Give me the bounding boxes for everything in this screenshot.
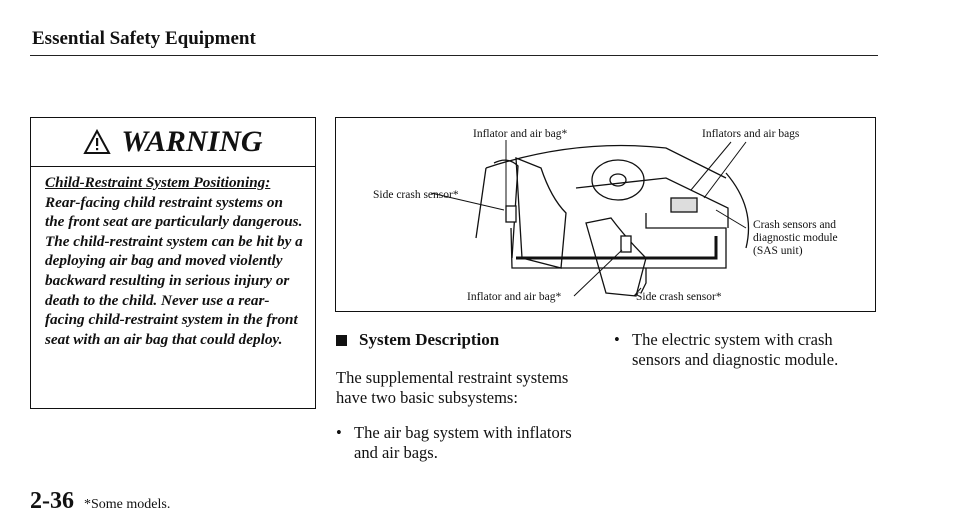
warning-body: Child-Restraint System Positioning: Rear… <box>31 167 315 349</box>
label-inflator-bottom: Inflator and air bag* <box>467 291 562 303</box>
section-heading: System Description <box>336 330 499 350</box>
list-item-text: The air bag system with inflators and ai… <box>354 423 572 462</box>
warning-title: WARNING <box>121 125 263 158</box>
list-item-text: The electric system with crash sensors a… <box>632 330 839 369</box>
warning-box: WARNING Child-Restraint System Positioni… <box>30 117 316 409</box>
list-item: • The air bag system with inflators and … <box>336 423 586 463</box>
square-bullet-icon <box>336 334 347 346</box>
bullet-dot-icon: • <box>614 330 620 349</box>
label-crash-sensors-1: Crash sensors and <box>753 219 837 231</box>
page-header-title: Essential Safety Equipment <box>32 28 256 49</box>
label-crash-sensors-2: diagnostic module <box>753 232 838 244</box>
warning-text: Rear-facing child restraint systems on t… <box>45 193 303 348</box>
srs-diagram: Inflator and air bag* Inflators and air … <box>335 117 876 312</box>
label-side-sensor-bottom: Side crash sensor* <box>636 291 722 303</box>
label-side-sensor-left: Side crash sensor* <box>373 189 459 201</box>
warning-title-bar: WARNING <box>31 118 315 167</box>
car-interior-illustration <box>430 140 750 297</box>
warning-heading: Child-Restraint System Positioning: <box>45 174 271 191</box>
list-item: • The electric system with crash sensors… <box>614 330 864 370</box>
label-inflator-top: Inflator and air bag* <box>473 128 568 140</box>
page-number: 2-36 <box>30 488 74 514</box>
footnote: *Some models. <box>84 497 171 512</box>
warning-triangle-icon <box>83 129 112 154</box>
section-heading-text: System Description <box>359 330 500 349</box>
label-crash-sensors-3: (SAS unit) <box>753 245 803 257</box>
page-footer: 2-36 *Some models. <box>30 488 170 515</box>
section-paragraph: The supplemental restraint systems have … <box>336 368 569 407</box>
label-inflators-bags: Inflators and air bags <box>702 128 800 140</box>
header-divider <box>30 55 878 56</box>
bullet-dot-icon: • <box>336 423 342 442</box>
